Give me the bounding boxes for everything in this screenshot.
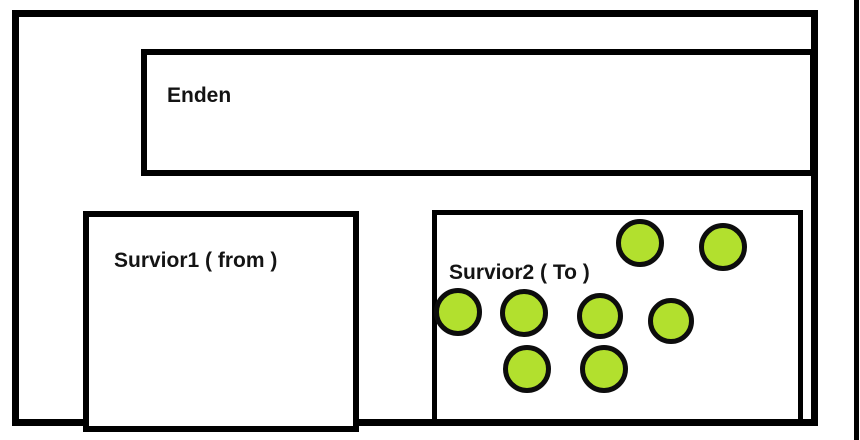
survivor1-from-panel[interactable]: Survior1 ( from ) bbox=[83, 211, 359, 432]
survivor-token[interactable] bbox=[699, 223, 747, 271]
survivor-token[interactable] bbox=[500, 289, 548, 337]
outer-frame: Enden Survior1 ( from ) Survior2 ( To ) bbox=[12, 10, 818, 432]
survivor-token[interactable] bbox=[648, 298, 694, 344]
survivor-token[interactable] bbox=[616, 219, 664, 267]
right-edge-line bbox=[854, 0, 859, 440]
enden-panel: Enden bbox=[141, 49, 816, 176]
enden-panel-label: Enden bbox=[167, 84, 232, 107]
survivor-token[interactable] bbox=[580, 345, 628, 393]
survivor-token[interactable] bbox=[577, 293, 623, 339]
survivor1-panel-label: Survior1 ( from ) bbox=[114, 249, 278, 272]
survivor-token[interactable] bbox=[503, 345, 551, 393]
survivor-token[interactable] bbox=[434, 288, 482, 336]
survivor2-panel-label: Survior2 ( To ) bbox=[449, 261, 590, 284]
